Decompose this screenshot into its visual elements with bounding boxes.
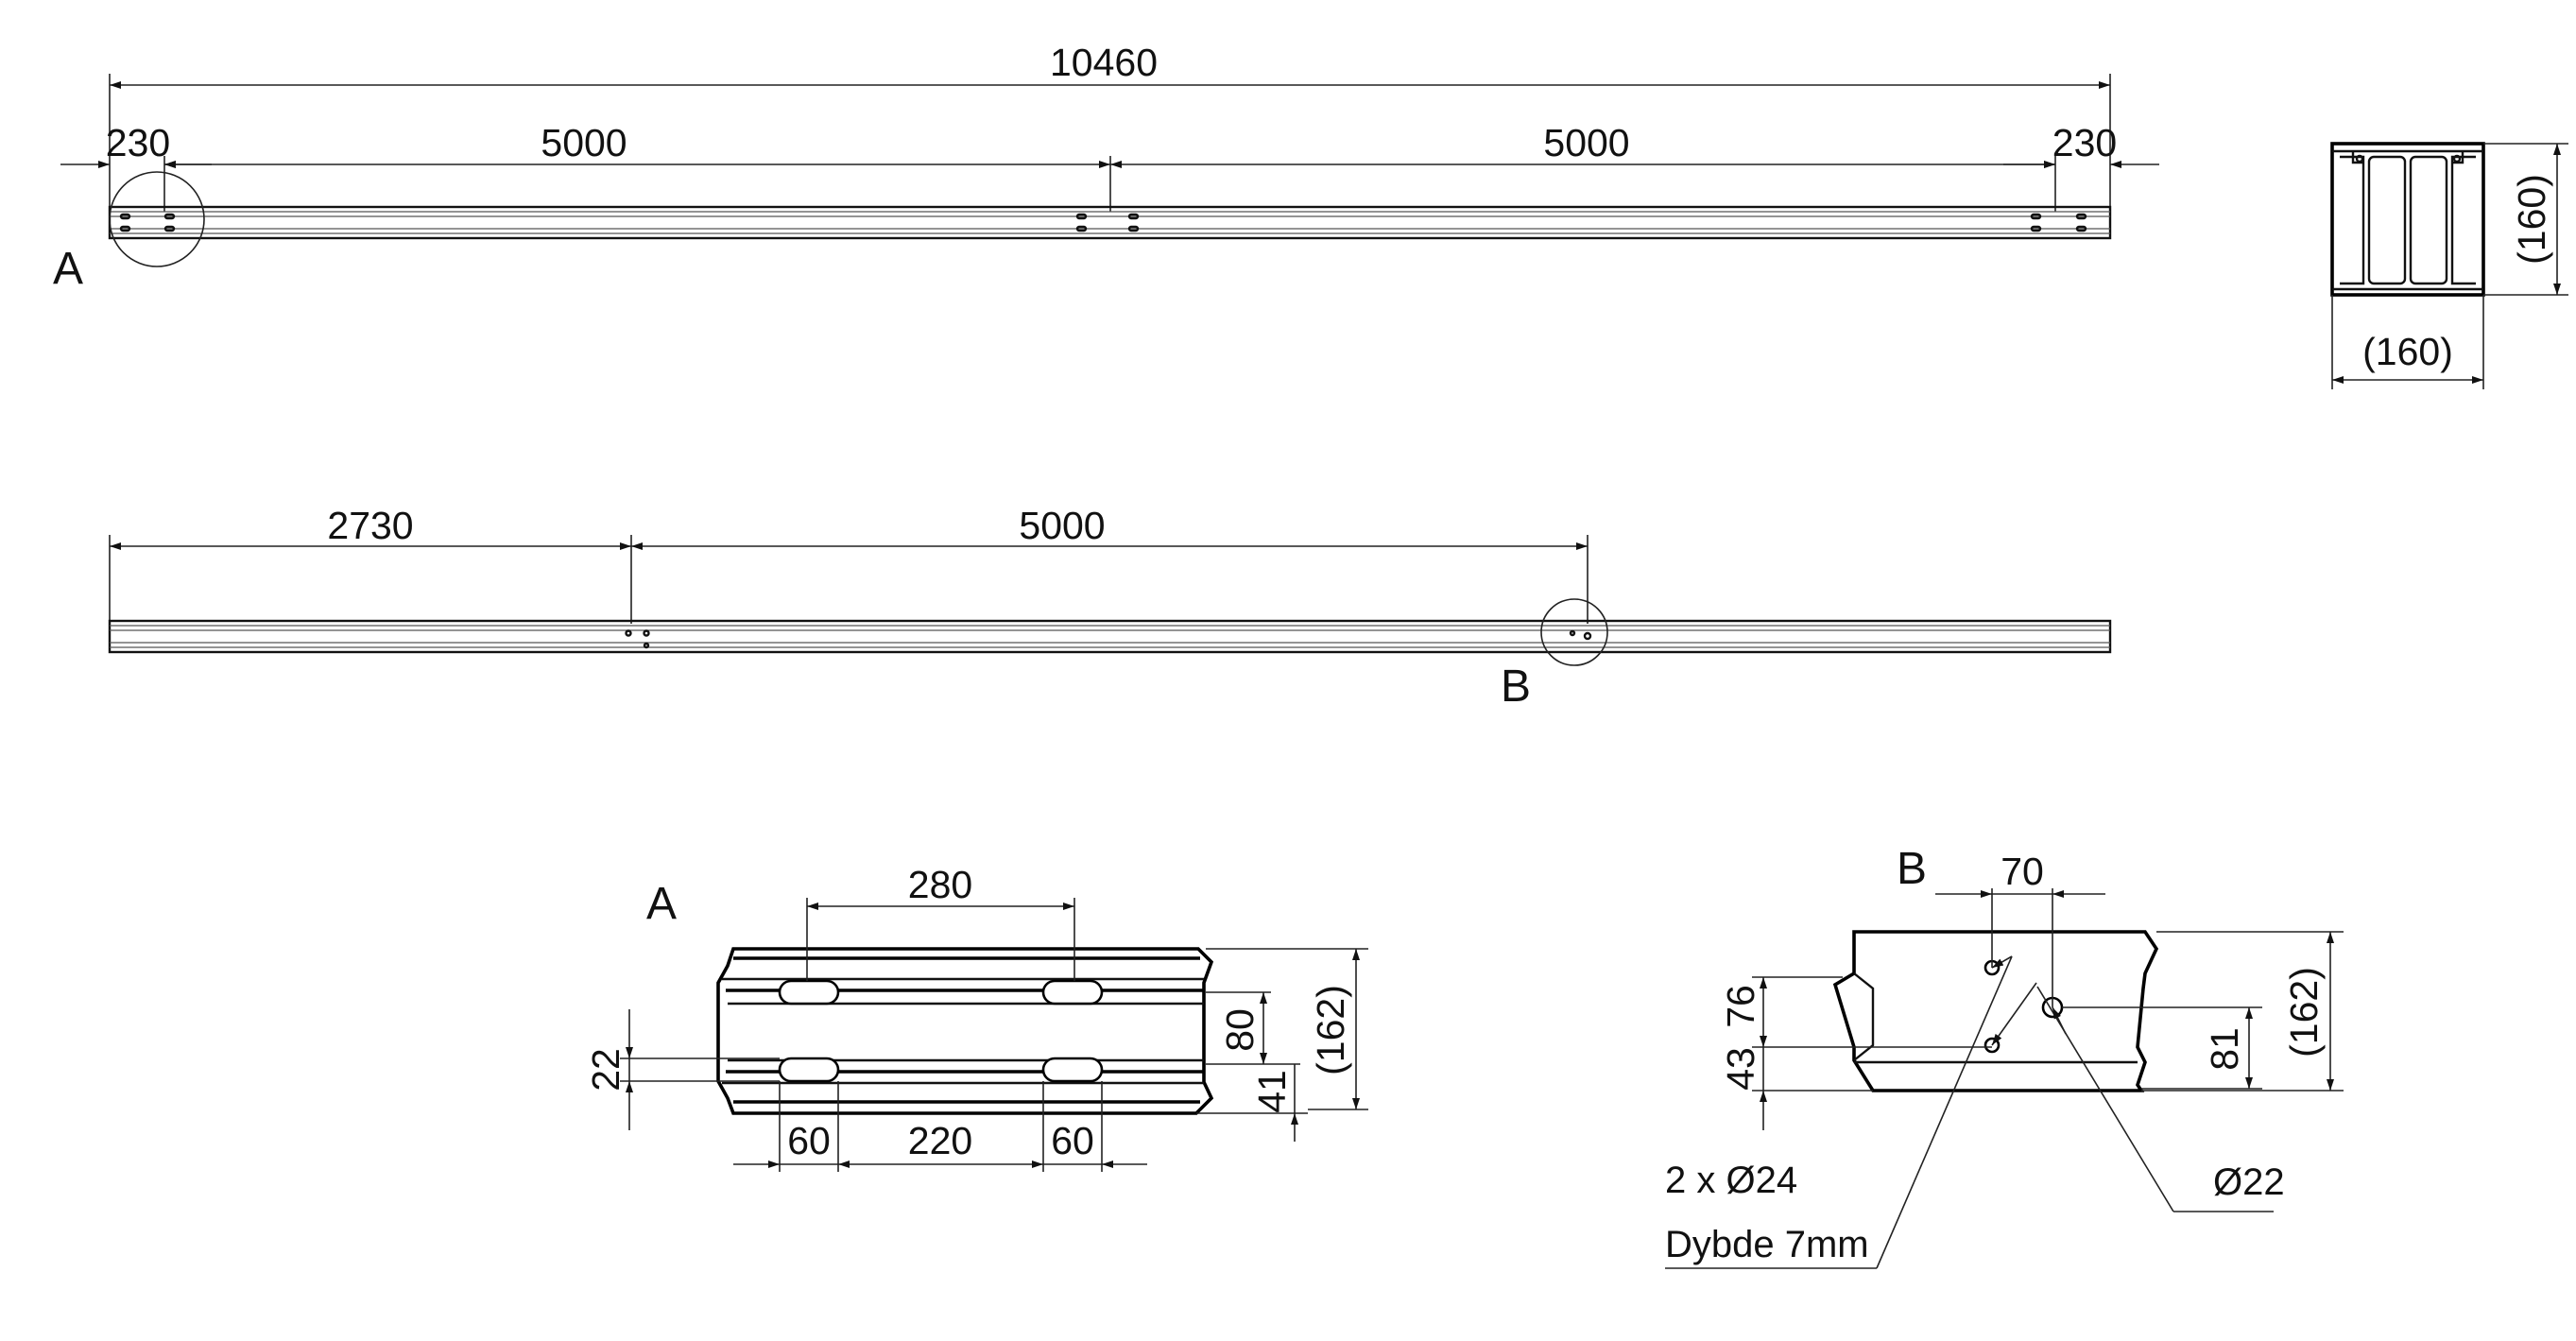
slot-height-label: 22 xyxy=(584,1048,627,1092)
beam-bottom xyxy=(108,619,2112,654)
bottom-beam-view: 2730 5000 B xyxy=(108,504,2112,712)
detail-b-view: B 70 76 43 81 (162) xyxy=(1665,844,2344,1269)
slot-length-left-label: 60 xyxy=(787,1119,831,1162)
hole-count-note: 2 x Ø24 xyxy=(1665,1160,1797,1201)
beam-top xyxy=(108,205,2112,240)
slot-spacing-label: 280 xyxy=(908,863,972,906)
slot-gap-label: 220 xyxy=(908,1119,972,1162)
segment-label-left: 5000 xyxy=(541,121,627,164)
segment-label-right-end: 230 xyxy=(2052,121,2117,164)
detail-b-title: B xyxy=(1897,844,1927,894)
detail-b-circle xyxy=(1540,598,1608,666)
lower-offset-label: 41 xyxy=(1250,1070,1294,1113)
hole-diameter-label: Ø22 xyxy=(2213,1161,2285,1203)
slot-top-right xyxy=(1041,979,1104,1006)
slot-bottom-left xyxy=(778,1057,840,1083)
slot-top-left xyxy=(778,979,840,1006)
bottom-segment-label-1: 2730 xyxy=(327,504,413,547)
hole-offset-label: 70 xyxy=(2001,850,2044,893)
segment-label-left-end: 230 xyxy=(106,121,170,164)
slot-length-right-label: 60 xyxy=(1051,1119,1094,1162)
hole-height-label: 81 xyxy=(2203,1027,2246,1071)
detail-a-title: A xyxy=(646,879,677,929)
section-width-label: (160) xyxy=(2362,330,2453,373)
total-length-label: 10460 xyxy=(1050,41,1158,84)
upper-offset-label: 80 xyxy=(1218,1008,1262,1052)
hole-count-leader xyxy=(1876,955,2013,1269)
b-lower-offset-label: 43 xyxy=(1719,1047,1762,1091)
slot-bottom-right xyxy=(1041,1057,1104,1083)
profile-height-label: (162) xyxy=(1309,985,1352,1075)
b-profile-height-label: (162) xyxy=(2282,967,2326,1057)
segment-label-right: 5000 xyxy=(1543,121,1629,164)
hole-diameter-leader xyxy=(2036,986,2174,1212)
depth-note: Dybde 7mm xyxy=(1665,1224,1869,1265)
detail-a-marker: A xyxy=(53,244,83,294)
section-height-label: (160) xyxy=(2510,174,2553,265)
top-beam-view: 10460 230 5000 5000 230 xyxy=(53,41,2159,294)
detail-a-view: A 280 60 220 60 xyxy=(584,863,1368,1172)
cross-section-view: (160) (160) xyxy=(2330,142,2568,389)
detail-b-marker: B xyxy=(1501,662,1531,712)
bottom-segment-label-2: 5000 xyxy=(1019,504,1105,547)
b-upper-offset-label: 76 xyxy=(1719,985,1762,1028)
detail-a-circle xyxy=(109,171,205,267)
